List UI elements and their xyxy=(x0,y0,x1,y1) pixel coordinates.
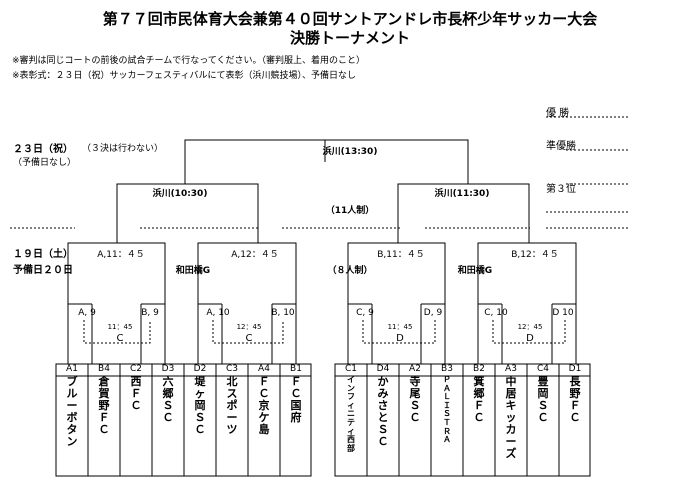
day23-date: ２３日（祝） xyxy=(13,144,73,155)
r16-time: 12：45 xyxy=(517,323,543,331)
team-name: 西ＦＣ xyxy=(130,376,142,412)
runner-up-label: 準優勝 xyxy=(546,141,576,152)
team-name: ブルーボタン xyxy=(66,376,78,448)
note-ceremony: ※表彰式：２３日（祝）サッカーフェスティバルにて表彰（浜川競技場）、予備日なし xyxy=(12,71,356,81)
r16-time: 11：45 xyxy=(387,323,413,331)
team-code: A1 xyxy=(66,364,78,374)
r16-code: B, 9 xyxy=(141,308,159,318)
venue-left-label: 和田橋G xyxy=(175,266,211,276)
team-name: ＦＣ国府 xyxy=(290,376,302,424)
r16-court: C xyxy=(116,333,124,344)
team-name: ＰＡＬＩＳＴＲＡ xyxy=(443,376,451,445)
final-match-label: 浜川(13:30) xyxy=(322,147,378,157)
team-code: D1 xyxy=(568,364,582,374)
team-code: C4 xyxy=(536,364,549,374)
team-code: B3 xyxy=(441,364,453,374)
team-code: D2 xyxy=(193,364,207,374)
r16-time: 12：45 xyxy=(236,323,262,331)
team-code: A3 xyxy=(505,364,517,374)
r16-court: D xyxy=(396,333,404,344)
page-title: 第７７回市民体育大会兼第４０回サントアンドレ市長杯少年サッカー大会 xyxy=(102,10,598,28)
r16-code: B, 10 xyxy=(271,308,295,318)
semi-right-label: 浜川(11:30) xyxy=(434,189,490,199)
semi-left-label: 浜川(10:30) xyxy=(152,189,208,199)
team-name: 中居キッカーズ xyxy=(505,376,517,460)
team-code: D3 xyxy=(161,364,175,374)
third-place-label: 第３位 xyxy=(546,184,576,195)
quarter-label: A,12：４５ xyxy=(231,250,279,260)
team-name: 六郷ＳＣ xyxy=(162,376,174,424)
r16-code: D, 9 xyxy=(423,308,443,318)
team-code: C3 xyxy=(225,364,238,374)
winner-label: 優 勝 xyxy=(546,108,570,119)
team-code: B4 xyxy=(98,364,110,374)
day23-note: （３決は行わない） xyxy=(82,144,164,154)
team-code: A2 xyxy=(409,364,421,374)
team-code: A4 xyxy=(258,364,270,374)
team-name: インフィニティ西部 xyxy=(347,376,355,453)
team-name: 倉賀野ＦＣ xyxy=(98,376,110,436)
team-name: 北スポーツ xyxy=(226,376,238,436)
team-code: B1 xyxy=(290,364,302,374)
day23-reserve: （予備日なし） xyxy=(13,158,77,168)
r16-code: C, 9 xyxy=(356,308,374,318)
day19-reserve: 予備日２０日 xyxy=(13,265,73,276)
team-code: C1 xyxy=(344,364,357,374)
team-name: ＦＣ京ケ島 xyxy=(258,376,270,436)
r16-code: A, 10 xyxy=(206,308,230,318)
day19-date: １９日（土） xyxy=(13,249,73,260)
team-code: B2 xyxy=(473,364,485,374)
r16-code: A, 9 xyxy=(78,308,96,318)
quarter-label: B,12：４５ xyxy=(511,250,559,260)
team-name: 長野ＦＣ xyxy=(569,376,581,424)
team-code: D4 xyxy=(376,364,390,374)
quarter-label: A,11：４５ xyxy=(97,250,145,260)
note-referee: ※審判は同じコートの前後の試合チームで行なってください。（審判服上、着用のこと） xyxy=(12,56,366,66)
team-name: 堤ヶ岡ＳＣ xyxy=(194,376,206,436)
r16-court: D xyxy=(526,333,534,344)
team-code: C2 xyxy=(129,364,142,374)
r16-court: C xyxy=(245,333,253,344)
format-8-label: （８人制） xyxy=(327,266,373,276)
team-name: かみさとＳＣ xyxy=(377,376,389,448)
venue-right-label: 和田橋G xyxy=(457,266,493,276)
r16-time: 11：45 xyxy=(107,323,133,331)
team-name: 寺尾ＳＣ xyxy=(409,376,421,424)
team-name: 箕郷ＦＣ xyxy=(473,376,485,424)
r16-code: C, 10 xyxy=(484,308,508,318)
r16-code: D 10 xyxy=(552,308,574,318)
team-name: 豊岡ＳＣ xyxy=(537,376,549,424)
format-11-label: （11人制） xyxy=(325,206,375,216)
page-subtitle: 決勝トーナメント xyxy=(289,29,410,47)
quarter-label: B,11：４５ xyxy=(377,250,425,260)
